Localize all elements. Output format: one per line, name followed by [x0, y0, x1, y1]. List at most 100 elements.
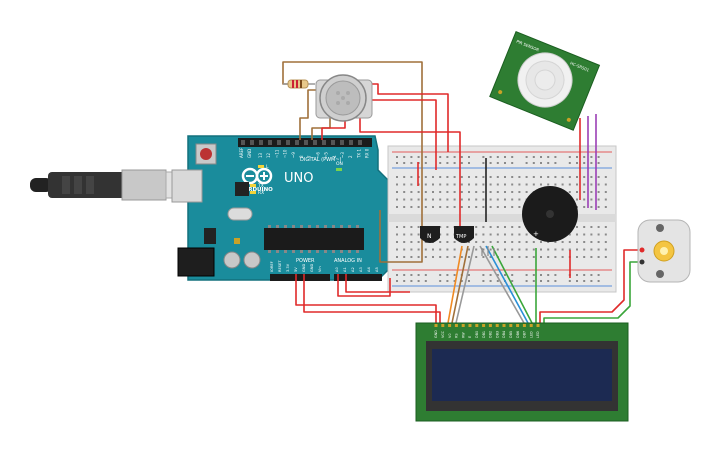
analog-pin-label: A2 — [351, 267, 355, 272]
wire-blue-lcd — [485, 245, 529, 324]
tx-led-label: TX — [257, 183, 264, 189]
breadboard-hole — [518, 241, 521, 243]
breadboard-hole — [568, 156, 571, 158]
breadboard-hole — [432, 176, 434, 178]
breadboard-hole — [568, 176, 571, 178]
breadboard-hole — [576, 176, 578, 178]
breadboard-hole — [583, 280, 586, 282]
breadboard-hole — [489, 156, 492, 158]
analog-pin-label: A4 — [367, 267, 371, 272]
breadboard-hole — [590, 191, 593, 193]
breadboard-hole — [511, 162, 514, 164]
wire-red-5v — [295, 274, 437, 323]
digital-pin-label: 4 — [332, 155, 337, 158]
power-pin-label: 5V — [294, 267, 298, 272]
breadboard-hole — [576, 256, 578, 258]
breadboard-hole — [590, 241, 593, 243]
breadboard-hole — [453, 162, 456, 164]
breadboard-hole — [446, 233, 449, 236]
breadboard-hole — [410, 162, 413, 164]
wire-green-lcd-1 — [491, 245, 533, 324]
breadboard-hole — [597, 248, 600, 251]
breadboard-hole — [511, 226, 514, 228]
breadboard-hole — [410, 183, 413, 186]
piezo-buzzer[interactable]: + — [522, 186, 578, 242]
breadboard-hole — [576, 156, 578, 158]
digital-pin-label: ~5 — [324, 152, 329, 158]
breadboard-hole — [525, 183, 528, 186]
power-jack — [177, 247, 215, 277]
atmega-pins — [268, 225, 359, 253]
breadboard-hole — [396, 162, 398, 164]
breadboard-hole — [561, 256, 564, 258]
pir-sensor[interactable]: PIR SENSOR HC-SR501 — [489, 30, 601, 131]
lcd-pin — [468, 324, 472, 327]
breadboard-hole — [396, 248, 398, 251]
breadboard-hole — [396, 183, 398, 186]
breadboard-hole — [468, 206, 470, 208]
breadboard-hole — [432, 198, 434, 201]
digital-pin-label: ~10 — [283, 149, 288, 158]
breadboard-hole — [489, 206, 492, 208]
breadboard-hole — [446, 248, 449, 251]
temperature-sensor[interactable]: TMP — [454, 226, 474, 243]
breadboard-hole — [547, 256, 550, 258]
digital-pin-label: 12 — [266, 152, 271, 158]
breadboard[interactable] — [387, 145, 617, 293]
breadboard-hole — [424, 183, 427, 186]
breadboard-hole — [547, 280, 550, 282]
breadboard-hole — [424, 198, 427, 201]
breadboard-hole — [590, 156, 593, 158]
wire-red-sensor-2 — [372, 83, 449, 152]
breadboard-hole — [417, 233, 420, 236]
rx-led-label: RX — [258, 190, 264, 196]
breadboard-hole — [482, 280, 485, 282]
breadboard-hole — [583, 226, 586, 228]
breadboard-hole — [432, 206, 434, 208]
breadboard-hole — [468, 156, 470, 158]
gas-sensor[interactable] — [315, 74, 373, 122]
breadboard-hole — [482, 183, 485, 186]
lcd-pin — [454, 324, 458, 327]
breadboard-hole — [489, 198, 492, 201]
breadboard-hole — [460, 183, 463, 186]
breadboard-hole — [532, 274, 535, 276]
breadboard-hole — [453, 280, 456, 282]
digital-pin-label: RX 0 — [365, 148, 370, 158]
lcd-pin-label: DB0 — [475, 331, 479, 338]
breadboard-hole — [475, 226, 478, 228]
breadboard-hole — [583, 233, 586, 236]
breadboard-hole — [482, 191, 485, 193]
digital-pin-label: ~3 — [340, 152, 345, 158]
breadboard-hole — [410, 241, 413, 243]
breadboard-hole — [475, 241, 478, 243]
breadboard-hole — [576, 241, 578, 243]
breadboard-hole — [540, 183, 542, 186]
breadboard-hole — [604, 233, 607, 236]
reset-button-cap[interactable] — [200, 148, 212, 160]
gnd-label: GND — [247, 149, 252, 158]
breadboard-center-channel — [388, 214, 616, 222]
breadboard-hole — [561, 183, 564, 186]
breadboard-hole — [554, 162, 557, 164]
wire-gray-lcd — [455, 245, 475, 324]
board-brand: ARDUINO — [244, 187, 273, 193]
breadboard-hole — [568, 183, 571, 186]
lcd-pin — [441, 324, 445, 327]
breadboard-hole — [403, 156, 406, 158]
dc-motor[interactable] — [637, 219, 691, 283]
breadboard-hole — [525, 156, 528, 158]
wire-green-motor — [543, 261, 640, 323]
breadboard-hole — [468, 248, 470, 251]
breadboard-hole — [547, 248, 550, 251]
wire-orange-lcd — [447, 245, 463, 324]
breadboard-hole — [554, 241, 557, 243]
breadboard-hole — [554, 280, 557, 282]
npn-transistor[interactable]: N — [420, 226, 440, 243]
lcd-pin-label: GND — [434, 330, 438, 338]
breadboard-hole — [417, 226, 420, 228]
breadboard-hole — [460, 156, 463, 158]
breadboard-hole — [504, 162, 506, 164]
